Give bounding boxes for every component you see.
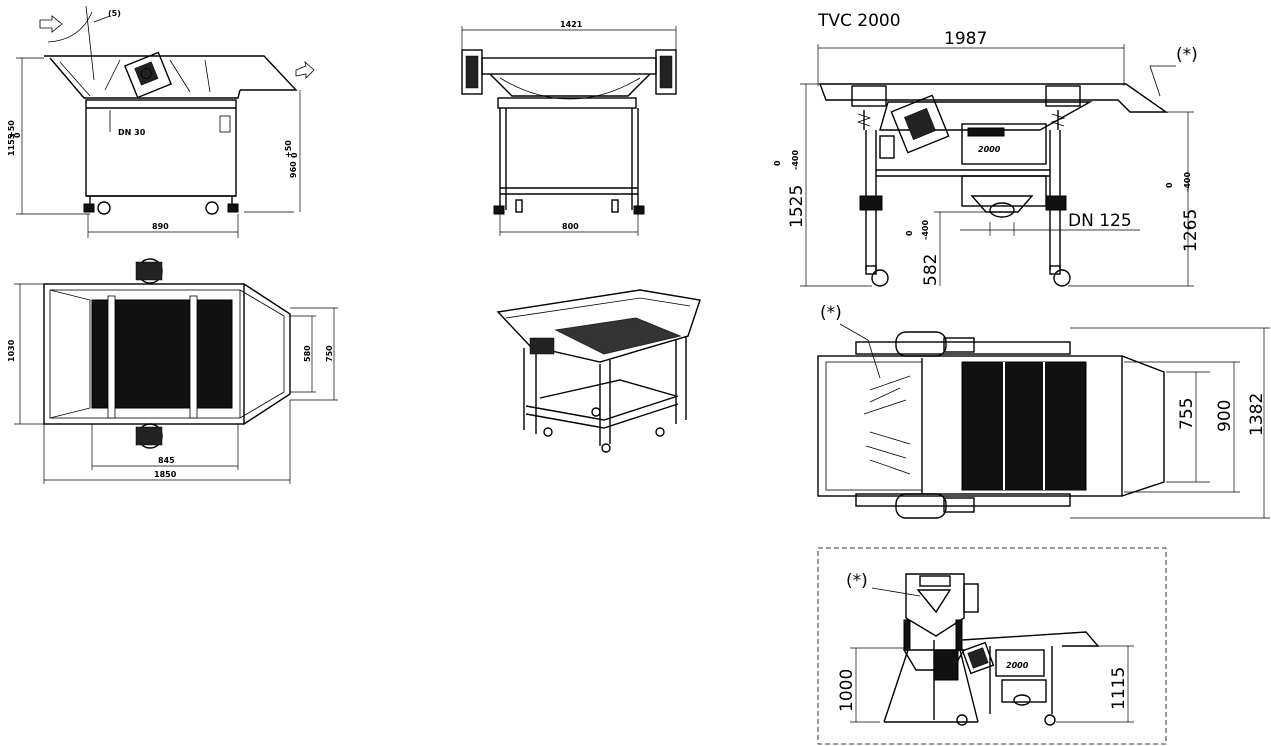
svg-text:0: 0 (290, 152, 299, 158)
asterisk-combo: (*) (846, 571, 868, 591)
svg-text:2000: 2000 (1006, 661, 1029, 670)
plan-w2-label: 900 (1215, 400, 1235, 432)
outlet-height-label: 582 (921, 254, 941, 286)
end-base-label: 800 (562, 222, 579, 231)
asterisk-plan: (*) (820, 303, 842, 323)
svg-text:-400: -400 (791, 150, 800, 170)
plan-w3-label: 1382 (1247, 393, 1267, 436)
outlet-inner-label: 580 (303, 345, 312, 362)
asterisk-top: (*) (1176, 45, 1198, 65)
svg-text:0: 0 (905, 230, 914, 236)
svg-text:+50: +50 (7, 120, 16, 138)
dia-label: DN 30 (118, 128, 146, 137)
combo-h1-label: 1000 (837, 669, 857, 712)
length-label: 1987 (944, 29, 987, 49)
svg-text:-400: -400 (1183, 172, 1192, 192)
svg-text:+50: +50 (284, 140, 293, 158)
height-label: 1155 (7, 133, 16, 156)
total-length-label: 1850 (154, 470, 177, 479)
svg-text:(5): (5) (108, 9, 121, 18)
right-plan-view: (*) 755 900 1382 (817, 303, 1270, 519)
combo-h2-label: 1115 (1109, 667, 1129, 710)
inlet-arrow-icon (39, 15, 63, 33)
right-side-elevation: TVC 2000 1987 (*) 2000 (773, 11, 1201, 287)
total-height-label: 1525 (787, 185, 807, 228)
svg-text:0: 0 (13, 132, 22, 138)
left-plan-view: 1030 580 750 845 1850 (7, 258, 338, 484)
dn-label: DN 125 (1068, 211, 1132, 231)
outlet-outer-label: 750 (325, 345, 334, 362)
width-label: 890 (152, 222, 169, 231)
drawing-title: TVC 2000 (817, 11, 901, 31)
svg-text:0: 0 (773, 160, 782, 166)
svg-text:-400: -400 (921, 220, 930, 240)
outlet-arrow-icon (295, 60, 315, 79)
inner-height-label: 960 (289, 161, 298, 178)
plan-depth-label: 1030 (7, 339, 16, 362)
plan-w1-label: 755 (1177, 398, 1197, 430)
left-side-elevation: (5) DN 30 1155 +50 0 960 (7, 5, 315, 238)
end-width-label: 1421 (560, 20, 583, 29)
svg-text:0: 0 (1165, 182, 1174, 188)
discharge-height-label: 1265 (1181, 209, 1201, 252)
middle-end-elevation: 1421 800 (461, 20, 677, 236)
combo-elevation: (*) 2000 1000 1115 (817, 547, 1167, 745)
svg-text:2000: 2000 (978, 145, 1001, 154)
isometric-view (496, 289, 701, 453)
mid-width-label: 845 (158, 456, 175, 465)
